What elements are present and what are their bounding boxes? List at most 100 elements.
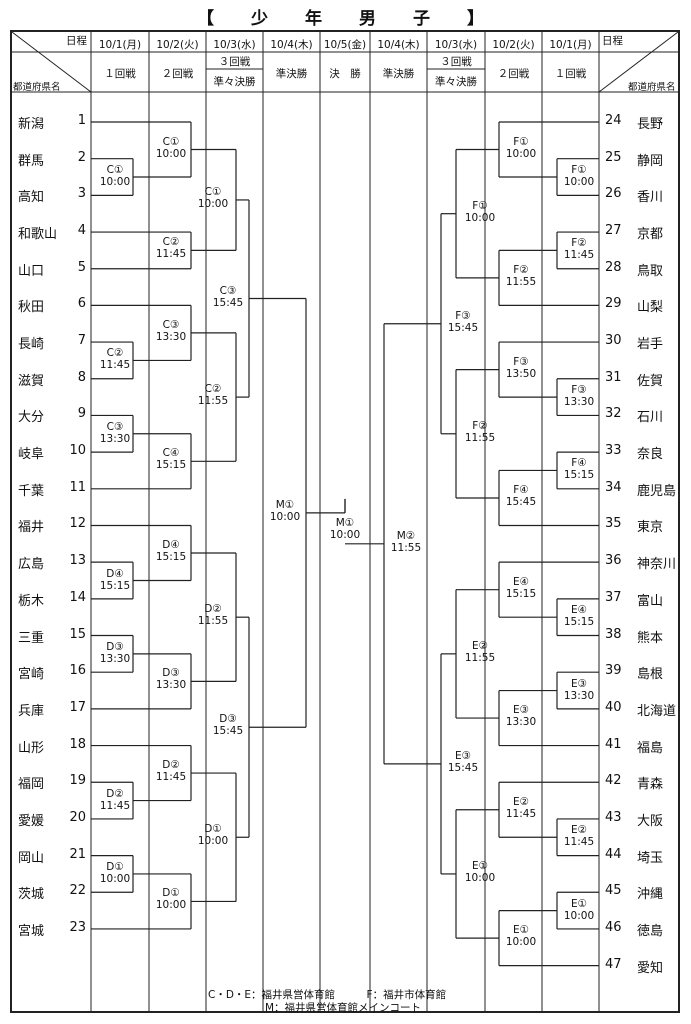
team-seed: 34 <box>605 479 622 495</box>
team-seed: 31 <box>605 369 622 385</box>
match-venue: E③ <box>512 704 530 717</box>
bracket-frame <box>10 30 680 1013</box>
round-header: 準々決勝 <box>213 76 256 88</box>
venue-legend-line1: C・D・E：福井県営体育館 F：福井市体育館 <box>208 989 447 1001</box>
team-seed: 25 <box>605 149 622 165</box>
team-seed: 28 <box>605 259 622 275</box>
round-header-final: 決 勝 <box>329 68 361 80</box>
team-name: 徳島 <box>637 923 664 939</box>
match-time: 13:30 <box>563 396 595 409</box>
team-name: 熊本 <box>637 630 664 646</box>
team-name: 沖縄 <box>637 887 664 903</box>
date-header: 10/1(月) <box>549 39 592 51</box>
team-seed: 5 <box>77 259 86 275</box>
match-time: 10:00 <box>563 176 595 189</box>
match-venue: D④ <box>162 538 180 551</box>
corner-diagonal <box>598 31 679 93</box>
team-name: 群馬 <box>18 153 45 169</box>
match-time: 11:55 <box>464 651 496 664</box>
team-seed: 14 <box>69 589 86 605</box>
match-time: 10:00 <box>99 872 131 885</box>
team-name: 山形 <box>18 740 45 756</box>
match-venue: F② <box>571 237 587 250</box>
team-seed: 41 <box>605 736 622 752</box>
team-seed: 10 <box>69 443 86 459</box>
team-seed: 29 <box>605 296 622 312</box>
team-name: 新潟 <box>18 117 45 132</box>
round-header: ２回戦 <box>161 68 194 80</box>
team-name: 佐賀 <box>637 373 664 389</box>
match-time: 13:30 <box>155 330 187 343</box>
match-venue: F① <box>472 199 488 212</box>
match-time: 10:00 <box>329 528 361 541</box>
team-name: 三重 <box>18 630 45 646</box>
team-name: 東京 <box>637 520 664 536</box>
team-seed: 39 <box>605 663 622 679</box>
team-seed: 33 <box>605 443 622 459</box>
match-venue: C③ <box>219 284 237 297</box>
team-seed: 18 <box>69 736 86 752</box>
match-time: 15:45 <box>212 296 244 309</box>
match-venue: D① <box>106 860 124 873</box>
team-seed: 4 <box>77 223 86 239</box>
match-time: 10:00 <box>505 936 537 949</box>
team-name: 京都 <box>637 227 664 243</box>
match-venue: E② <box>570 824 588 837</box>
team-name: 鹿児島 <box>637 483 677 499</box>
pref-label-right: 都道府県名 <box>628 82 676 93</box>
team-name: 和歌山 <box>18 227 58 243</box>
match-venue: C② <box>106 347 124 360</box>
team-name: 山口 <box>18 263 45 279</box>
team-seed: 20 <box>69 809 86 825</box>
match-venue: D③ <box>219 713 237 726</box>
venue-legend-line2: M：福井県営体育館メインコート <box>265 1002 422 1014</box>
match-venue: F④ <box>513 483 529 496</box>
match-time: 11:45 <box>155 248 187 261</box>
match-venue: C③ <box>106 420 124 433</box>
team-seed: 47 <box>605 956 622 972</box>
team-name: 愛知 <box>637 960 664 976</box>
match-time: 13:30 <box>99 432 131 445</box>
match-time: 11:45 <box>99 359 131 372</box>
round-header: 準決勝 <box>382 68 415 80</box>
match-venue: E④ <box>570 604 588 617</box>
date-header: 10/3(水) <box>434 39 478 51</box>
team-name: 愛媛 <box>18 813 45 829</box>
match-venue: E① <box>471 859 489 872</box>
team-seed: 7 <box>77 333 86 349</box>
team-seed: 40 <box>605 699 622 715</box>
match-venue: M① <box>275 498 295 511</box>
team-seed: 17 <box>69 699 86 715</box>
match-venue: D① <box>162 887 180 900</box>
team-name: 北海道 <box>637 703 677 719</box>
match-time: 11:45 <box>505 807 537 820</box>
team-name: 兵庫 <box>18 703 45 719</box>
team-name: 福井 <box>18 520 45 536</box>
team-name: 長野 <box>637 117 664 132</box>
match-venue: E① <box>512 924 530 937</box>
match-venue: C① <box>106 164 124 177</box>
match-time: 15:15 <box>155 459 187 472</box>
team-seed: 24 <box>605 113 622 128</box>
date-header-final: 10/5(金) <box>323 39 367 51</box>
team-name: 広島 <box>18 557 45 573</box>
match-venue: C③ <box>162 318 180 331</box>
match-time: 11:45 <box>563 836 595 849</box>
